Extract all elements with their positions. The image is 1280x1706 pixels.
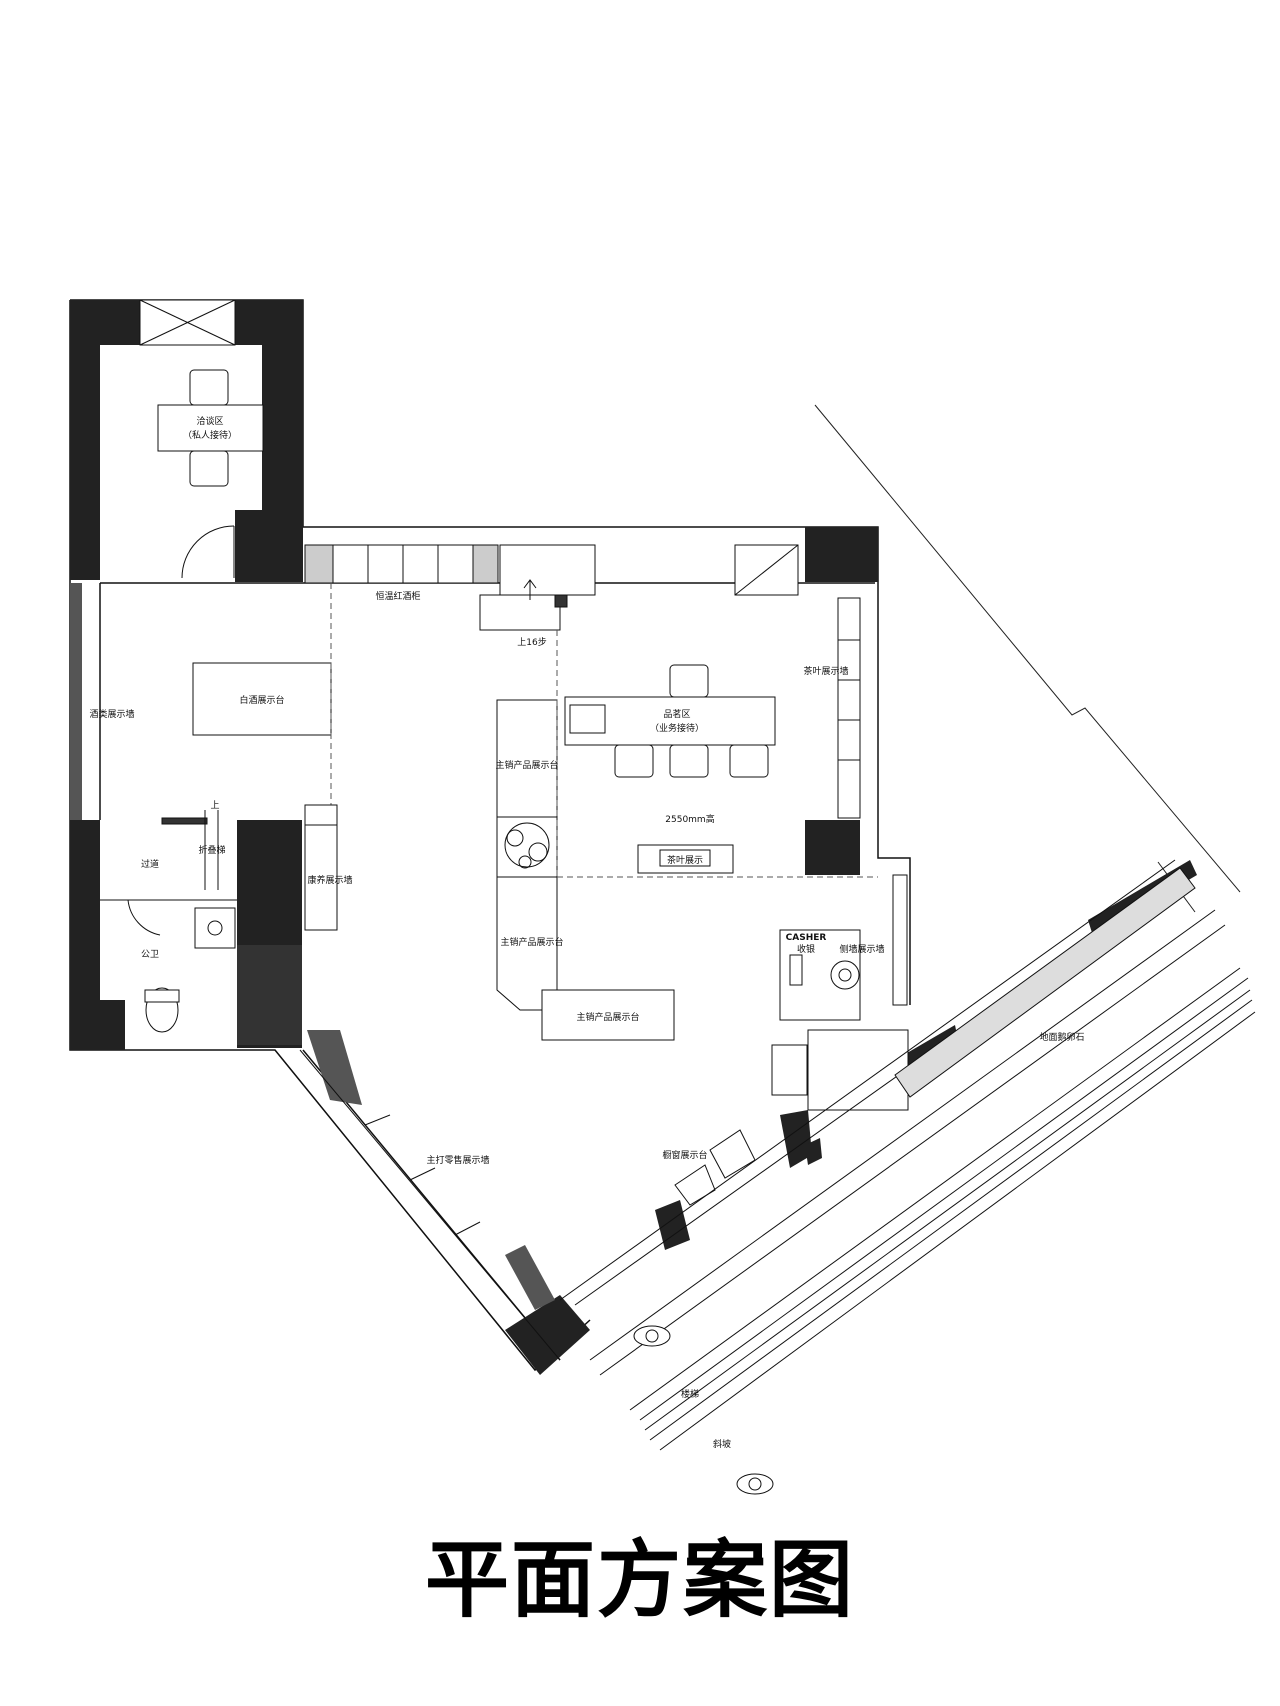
label-tea-display: 茶叶展示 (667, 854, 703, 866)
label-wellness-wall: 康养展示墙 (307, 874, 352, 886)
tree-planter (496, 816, 558, 878)
label-ramp: 斜坡 (713, 1438, 731, 1450)
label-casher: CASHER (786, 933, 827, 943)
label-main-display-2: 主销产品展示台 (500, 936, 563, 948)
label-ceiling-height: 2550mm高 (665, 813, 714, 825)
label-negotiation-sub: （私人接待） (183, 429, 237, 441)
human-figures (633, 1325, 774, 1495)
staircase (479, 544, 799, 631)
label-side-wall: 侧墙展示墙 (839, 943, 884, 955)
label-folding-stairs: 折叠梯 (198, 844, 225, 856)
label-pebble-floor: 地面鹅卵石 (1039, 1031, 1084, 1043)
negotiation-room (139, 299, 264, 579)
solid-walls (70, 300, 1197, 1375)
tea-display-wall (837, 597, 861, 819)
label-stairs-up: 上16步 (517, 637, 546, 648)
wine-cabinet (304, 544, 499, 584)
page-title: 平面方案图 (424, 1531, 855, 1629)
hatched-strips (70, 583, 555, 1310)
label-toilet: 公卫 (141, 949, 159, 960)
tea-display-table (637, 844, 734, 874)
zone-dividers (330, 583, 878, 878)
label-tasting-sub: （业务接待） (650, 722, 704, 734)
label-cashier: 收银 (797, 943, 815, 955)
label-liquor-wall: 酒类展示墙 (89, 708, 134, 720)
label-negotiation-zone: 洽谈区 (196, 415, 223, 427)
label-main-sales-wall: 主打零售展示墙 (426, 1154, 489, 1166)
tasting-zone (564, 664, 776, 778)
retail-wall (274, 1049, 561, 1371)
label-tasting-zone: 品茗区 (663, 709, 690, 720)
label-steps: 楼梯 (681, 1388, 699, 1400)
label-window-table: 橱窗展示台 (662, 1149, 707, 1161)
toilet-room (100, 899, 237, 1033)
lower-right-furniture (674, 1029, 909, 1206)
label-wine-cabinet: 恒温红酒柜 (375, 590, 420, 602)
cashier-area (779, 874, 908, 1021)
label-up: 上 (210, 800, 219, 811)
label-tea-wall: 茶叶展示墙 (803, 665, 848, 677)
label-main-display-3: 主销产品展示台 (576, 1011, 639, 1023)
corridor-area (161, 804, 338, 931)
pebble-floor-strip (894, 867, 1196, 1098)
label-corridor: 过道 (141, 858, 159, 870)
baijiu-display-table (192, 662, 332, 736)
label-baijiu-table: 白酒展示台 (239, 694, 284, 706)
label-main-display-1: 主销产品展示台 (495, 759, 558, 771)
